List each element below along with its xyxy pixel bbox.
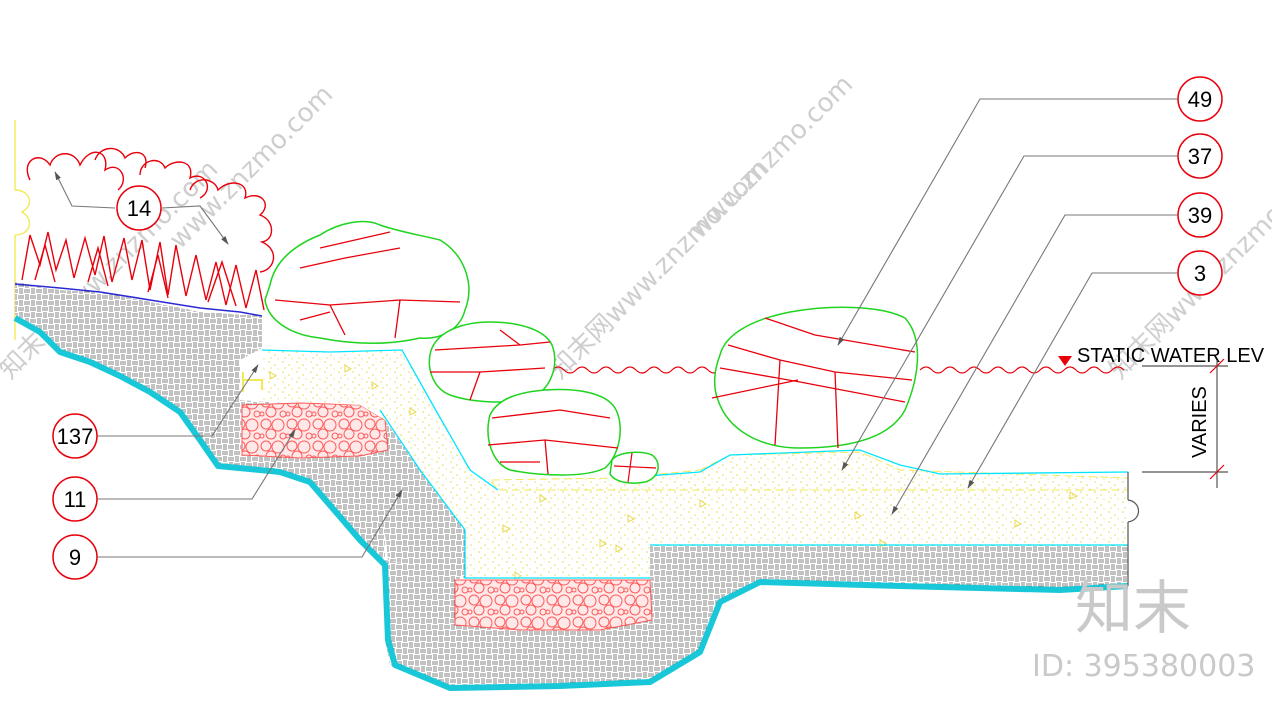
- callout-39: 39: [1177, 192, 1223, 238]
- soil-surface-line: [14, 283, 263, 317]
- static-water-level-note: STATIC WATER LEV: [1058, 345, 1265, 367]
- boulders: [264, 220, 919, 484]
- leader-49: [837, 98, 1178, 346]
- right-edge-breakline: [1127, 472, 1140, 586]
- leader-lines: [54, 98, 1178, 558]
- callout-3: 3: [1177, 250, 1223, 296]
- boulder-3: [487, 388, 621, 476]
- callout-49-label: 49: [1188, 87, 1212, 112]
- gravel-lower-layer: [454, 579, 653, 631]
- water-level-marker-icon: [1058, 356, 1072, 366]
- static-water-surface: [551, 366, 1125, 374]
- callout-11: 11: [52, 476, 98, 522]
- pipe-fitting: [242, 372, 263, 392]
- callout-137: 137: [52, 413, 98, 459]
- boulder-1: [264, 220, 470, 344]
- brand-watermark: 知末 ID: 395380003: [1032, 574, 1255, 684]
- callout-49: 49: [1177, 76, 1223, 122]
- leader-37: [841, 155, 1178, 471]
- water-lower-line: [619, 449, 1129, 479]
- callout-37: 37: [1177, 133, 1223, 179]
- water-upper-pool-line: [261, 349, 499, 491]
- boulder-5: [711, 306, 919, 449]
- callout-9: 9: [52, 534, 98, 580]
- callout-9-label: 9: [69, 545, 81, 570]
- callout-37-label: 37: [1188, 144, 1212, 169]
- watermark-site-4: www.znzmo.com: [684, 70, 859, 245]
- gravel-upper-layer: [241, 402, 389, 459]
- varies-label: VARIES: [1189, 386, 1211, 458]
- leader-11: [97, 429, 296, 500]
- callout-11-label: 11: [64, 487, 87, 512]
- callout-3-label: 3: [1194, 261, 1206, 286]
- leader-39: [891, 214, 1178, 515]
- plant-shrubs: [21, 147, 275, 311]
- waterproof-membrane: [13, 315, 1129, 691]
- aggregate-marks: [269, 364, 1079, 580]
- brand-logo-text: 知末: [1075, 574, 1191, 642]
- callout-137-label: 137: [57, 424, 94, 449]
- leader-14a: [54, 171, 116, 209]
- water-channel-line: [379, 409, 650, 579]
- callout-39-label: 39: [1188, 203, 1212, 228]
- boulder-2: [428, 321, 556, 403]
- callout-14: 14: [116, 185, 162, 231]
- leader-14b: [161, 205, 229, 245]
- image-id-text: ID: 395380003: [1032, 649, 1255, 684]
- callout-14-label: 14: [127, 196, 151, 221]
- static-water-level-label: STATIC WATER LEV: [1077, 345, 1265, 367]
- stream-bed-concrete: [262, 350, 1128, 578]
- varies-dimension: [1142, 358, 1228, 488]
- leader-137: [97, 364, 259, 437]
- boulder-4: [609, 451, 659, 484]
- leader-3: [967, 272, 1178, 489]
- leader-9: [97, 489, 403, 558]
